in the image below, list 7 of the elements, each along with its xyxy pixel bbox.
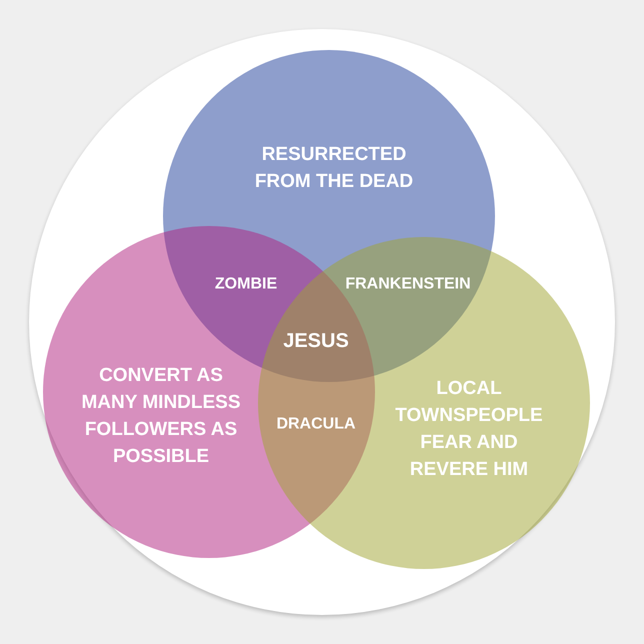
set-label: RESURRECTED FROM THE DEAD	[254, 143, 414, 194]
intersection-label: JESUS	[283, 329, 349, 353]
set-label: LOCAL TOWNSPEOPLE FEAR AND REVERE HIM	[394, 377, 544, 482]
intersection-label: FRANKENSTEIN	[345, 274, 471, 294]
set-label: CONVERT AS MANY MINDLESS FOLLOWERS AS POSSIBLE	[80, 364, 242, 469]
intersection-label: DRACULA	[276, 414, 356, 434]
intersection-label: ZOMBIE	[214, 274, 278, 294]
